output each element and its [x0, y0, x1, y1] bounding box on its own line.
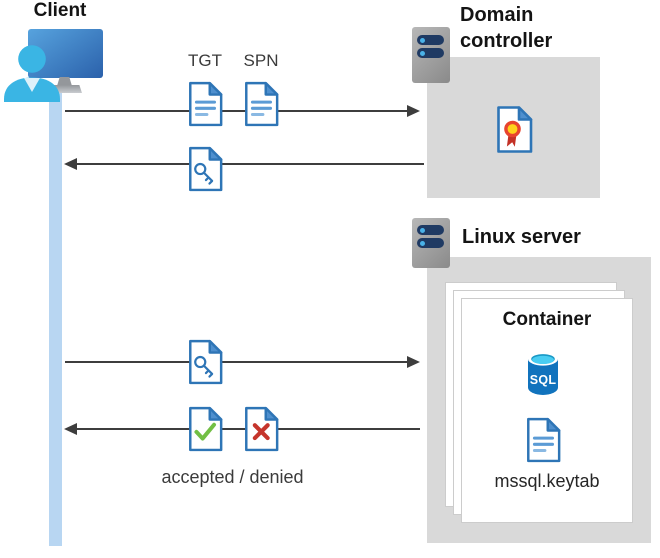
spn-document-icon — [245, 81, 279, 127]
monitor-base — [49, 85, 82, 93]
arrow-right-icon — [407, 356, 420, 368]
server-bar — [417, 225, 444, 235]
server-bar — [417, 48, 444, 58]
client-lifeline — [49, 90, 62, 546]
container-card: Container SQL mssql.keytab — [461, 298, 633, 523]
monitor-stand — [57, 77, 72, 86]
domain-controller-label: Domain controller — [460, 4, 553, 53]
denied-x-icon — [245, 406, 279, 452]
service-ticket-key-icon — [189, 339, 223, 385]
arrow-left-icon — [64, 158, 77, 170]
arrow-line — [65, 361, 410, 363]
server-led-icon — [420, 50, 425, 56]
server-led-icon — [420, 240, 425, 246]
server-bar — [417, 238, 444, 248]
accepted-check-icon — [189, 406, 223, 452]
linux-server-label: Linux server — [462, 226, 581, 248]
arrow-line — [65, 110, 410, 112]
keytab-label: mssql.keytab — [494, 471, 600, 491]
spn-label: SPN — [243, 51, 279, 70]
accepted-denied-label: accepted / denied — [161, 467, 304, 487]
tgt-document-icon — [189, 81, 223, 127]
person-icon — [4, 45, 60, 102]
sql-database-icon: SQL — [528, 352, 558, 395]
client-label: Client — [33, 0, 87, 21]
certificate-icon — [497, 106, 533, 153]
keytab-document-icon — [527, 417, 561, 463]
sql-text: SQL — [530, 373, 557, 387]
domain-controller-server-icon — [412, 27, 450, 83]
arrow-right-icon — [407, 105, 420, 117]
tgt-label: TGT — [188, 51, 222, 70]
linux-server-icon — [412, 218, 450, 268]
service-ticket-key-icon — [189, 146, 223, 192]
server-led-icon — [420, 37, 425, 43]
arrow-left-icon — [64, 423, 77, 435]
container-label: Container — [502, 309, 592, 330]
arrow-line — [76, 163, 424, 165]
server-led-icon — [420, 227, 425, 233]
server-bar — [417, 35, 444, 45]
